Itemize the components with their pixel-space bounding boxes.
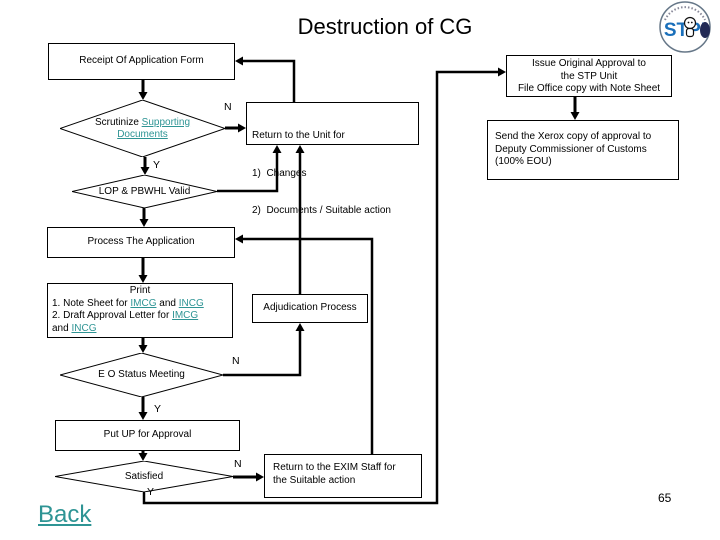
- diamond-shape: [72, 175, 217, 208]
- decision-scrutinize-documents: Scrutinize Supporting Documents: [60, 100, 225, 157]
- branch-label-yes: Y: [147, 486, 155, 498]
- print-line-4: and INCG: [52, 322, 97, 334]
- documents-link[interactable]: Documents: [117, 128, 168, 140]
- page-number: 65: [658, 491, 672, 505]
- node-adjudication-process: Adjudication Process: [252, 294, 368, 323]
- stpi-logo: STPI: [659, 1, 711, 53]
- back-link[interactable]: Back: [38, 501, 92, 528]
- node-send-xerox-copy: Send the Xerox copy of approval to Deput…: [487, 120, 679, 180]
- imcg-link[interactable]: IMCG: [130, 297, 157, 309]
- node-issue-original-approval: Issue Original Approval to the STP Unit …: [506, 55, 672, 97]
- incg-link[interactable]: INCG: [71, 322, 97, 334]
- node-put-up-for-approval: Put UP for Approval: [55, 420, 240, 451]
- incg-link[interactable]: INCG: [178, 297, 204, 309]
- node-receipt-application: Receipt Of Application Form: [48, 43, 235, 80]
- branch-label-yes: Y: [154, 403, 162, 415]
- branch-label-no: N: [234, 458, 242, 470]
- scrutinize-line-1: Scrutinize Supporting: [94, 116, 191, 128]
- node-print-documents: Print 1. Note Sheet for IMCG and INCG 2.…: [47, 283, 233, 338]
- branch-label-yes: Y: [153, 159, 161, 171]
- node-return-to-unit: Return to the Unit for 1) Changes 2) Doc…: [246, 102, 419, 216]
- node-process-application: Process The Application: [47, 227, 235, 258]
- page-title: Destruction of CG: [297, 14, 473, 39]
- branch-label-no: N: [232, 355, 240, 367]
- decision-satisfied: Satisfied: [55, 461, 233, 492]
- decision-lop-pbwhl-valid: LOP & PBWHL Valid: [72, 175, 217, 208]
- decision-eo-status-meeting: E O Status Meeting: [60, 353, 223, 397]
- print-line-3: 2. Draft Approval Letter for IMCG: [52, 310, 199, 321]
- diamond-shape: [55, 461, 233, 492]
- branch-label-no: N: [224, 101, 232, 113]
- supporting-link[interactable]: Supporting: [141, 116, 191, 128]
- imcg-link[interactable]: IMCG: [172, 310, 199, 321]
- node-return-to-exim-staff: Return to the EXIM Staff for the Suitabl…: [264, 454, 422, 498]
- diamond-shape: [60, 353, 223, 397]
- print-line-2: 1. Note Sheet for IMCG and INCG: [52, 297, 204, 309]
- diamond-shape: [60, 100, 225, 157]
